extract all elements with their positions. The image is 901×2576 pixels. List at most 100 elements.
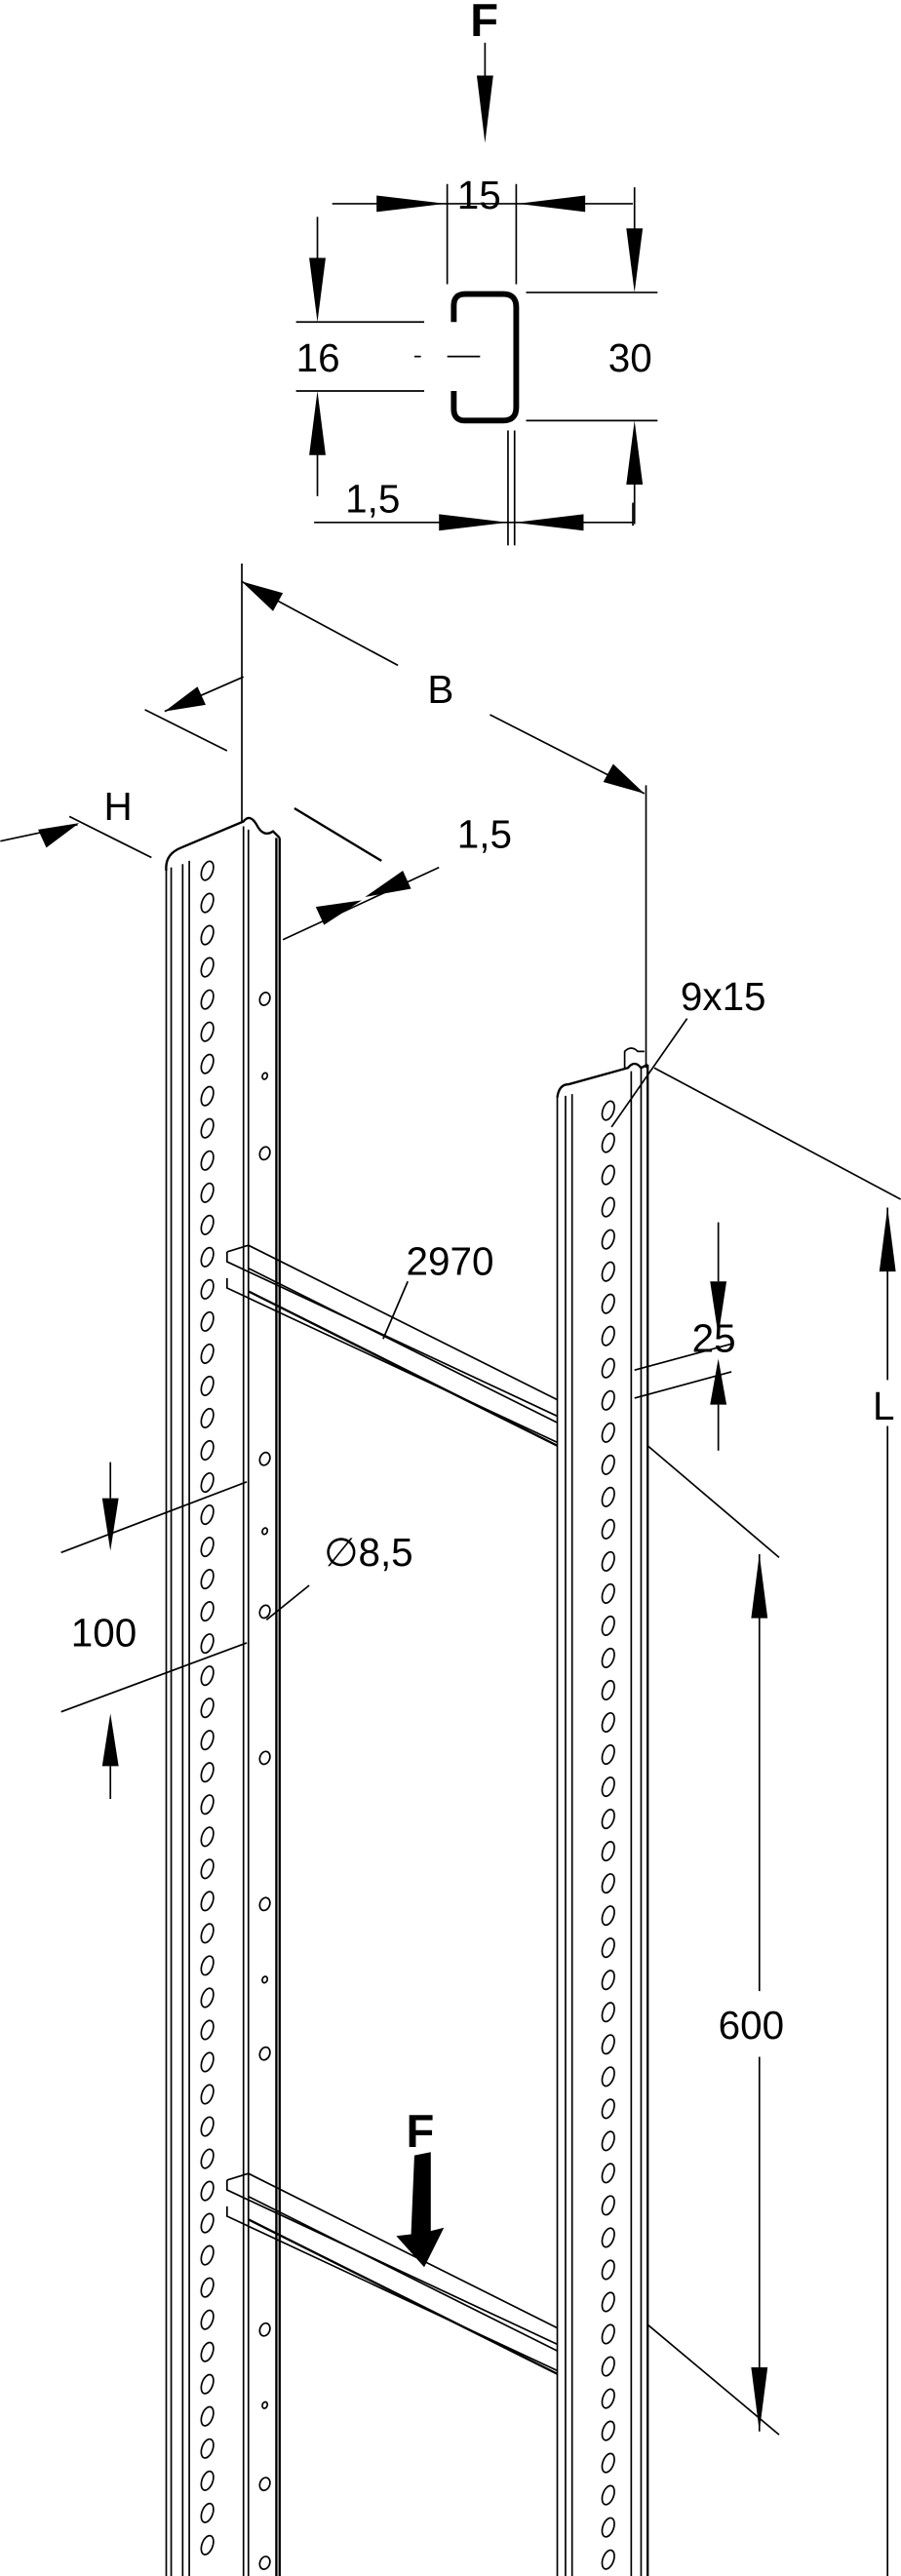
slot-hole — [601, 1970, 615, 1991]
slot-hole — [200, 1214, 215, 1235]
slot-hole — [200, 1633, 215, 1655]
rail-thickness-label: 1,5 — [457, 811, 512, 856]
slot-hole — [601, 1422, 615, 1443]
hole-spacing-dimension — [60, 1462, 248, 1800]
slot-hole — [200, 1858, 215, 1880]
mounting-hole — [258, 1750, 271, 1766]
slot-hole — [200, 860, 215, 881]
slot-hole — [200, 2084, 215, 2105]
slot-hole — [200, 2470, 215, 2491]
depth-h-label: H — [103, 784, 132, 829]
profile-force-label: F — [470, 0, 498, 46]
width-dimension — [332, 183, 634, 285]
slot-hole — [601, 1164, 615, 1186]
hole-spacing-label: 100 — [71, 1610, 137, 1655]
slot-hole — [601, 1389, 615, 1411]
slot-hole — [601, 1325, 615, 1347]
slot-hole — [200, 2212, 215, 2234]
slot-hole — [200, 1955, 215, 1976]
slot-hole — [601, 2356, 615, 2377]
force-arrow-icon — [476, 42, 493, 143]
mounting-hole — [261, 1072, 269, 1080]
profile-width-label: 15 — [457, 173, 501, 217]
left-rail — [165, 816, 281, 2576]
slot-hole — [200, 2244, 215, 2266]
slot-hole — [601, 2195, 615, 2216]
slot-hole — [601, 1100, 615, 1121]
mounting-hole — [258, 1451, 271, 1466]
slot-hole — [200, 1826, 215, 1848]
ladder — [165, 816, 649, 2576]
height-dimension — [526, 187, 658, 525]
slot-hole — [200, 1987, 215, 2009]
mounting-hole — [258, 1604, 271, 1620]
rung-force-arrow-icon — [396, 2152, 445, 2268]
thickness-dimension — [314, 430, 634, 546]
slot-hole — [200, 2438, 215, 2459]
mounting-hole — [261, 2400, 269, 2409]
slot-hole — [200, 1471, 215, 1494]
slot-hole — [601, 2291, 615, 2313]
opening-dimension — [295, 216, 425, 496]
slot-hole — [601, 1776, 615, 1798]
slot-hole — [200, 1310, 215, 1332]
mounting-hole — [258, 2322, 271, 2337]
slot-hole — [200, 1698, 215, 1719]
slot-hole — [601, 1743, 615, 1766]
slot-hole — [200, 1053, 215, 1074]
slot-hole — [200, 1085, 215, 1107]
slot-hole — [601, 2388, 615, 2409]
slot-hole — [200, 1343, 215, 1364]
profile-cross-section: F 15 16 30 — [295, 0, 658, 546]
rung-spacing-dimension — [646, 1445, 780, 2436]
slot-hole — [200, 1569, 215, 1590]
slot-hole — [200, 2341, 215, 2362]
slot-hole — [200, 1537, 215, 1558]
slot-hole — [601, 2323, 615, 2345]
slot-hole — [200, 2180, 215, 2202]
rung-force-label: F — [407, 2105, 435, 2157]
slot-hole — [601, 2002, 615, 2023]
profile-opening-label: 16 — [296, 335, 340, 380]
slot-hole — [200, 1601, 215, 1622]
slot-hole — [200, 1117, 215, 1139]
slot-hole — [601, 1229, 615, 1250]
slot-hole — [601, 1873, 615, 1894]
width-b-label: B — [427, 667, 453, 712]
mounting-hole — [258, 2046, 271, 2061]
mounting-hole — [261, 1975, 269, 1984]
slot-hole — [200, 1150, 215, 1171]
c-profile-shape — [450, 291, 520, 424]
mounting-hole — [261, 1527, 269, 1536]
slot-hole — [200, 989, 215, 1010]
slot-hole — [601, 1196, 615, 1218]
slot-hole — [200, 2405, 215, 2427]
slot-hole — [200, 956, 215, 978]
slot-hole — [200, 1182, 215, 1203]
slot-hole — [601, 2484, 615, 2506]
slot-hole — [601, 2163, 615, 2184]
slot-hole — [601, 1711, 615, 1734]
slot-hole — [601, 1937, 615, 1959]
slot-hole — [601, 1582, 615, 1604]
rung-width-label: 25 — [692, 1316, 736, 1361]
slot-hole — [200, 924, 215, 946]
slot-hole — [601, 2227, 615, 2248]
rung-width-dimension — [634, 1222, 732, 1451]
slot-hole — [601, 1454, 615, 1475]
slot-hole — [601, 2130, 615, 2152]
hole-diameter-label: ∅8,5 — [324, 1530, 412, 1575]
slot-hole — [601, 1615, 615, 1636]
mounting-hole — [258, 2556, 271, 2570]
slot-size-label: 9x15 — [681, 974, 766, 1019]
mounting-hole — [258, 992, 271, 1006]
slot-hole — [601, 1905, 615, 1927]
slot-hole — [200, 1021, 215, 1042]
rung-spacing-label: 600 — [719, 2003, 784, 2048]
slot-hole — [601, 2034, 615, 2055]
slot-hole — [200, 1730, 215, 1751]
slot-hole — [601, 1841, 615, 1862]
hole-diameter-leader — [265, 1584, 310, 1621]
slot-hole — [601, 1261, 615, 1282]
